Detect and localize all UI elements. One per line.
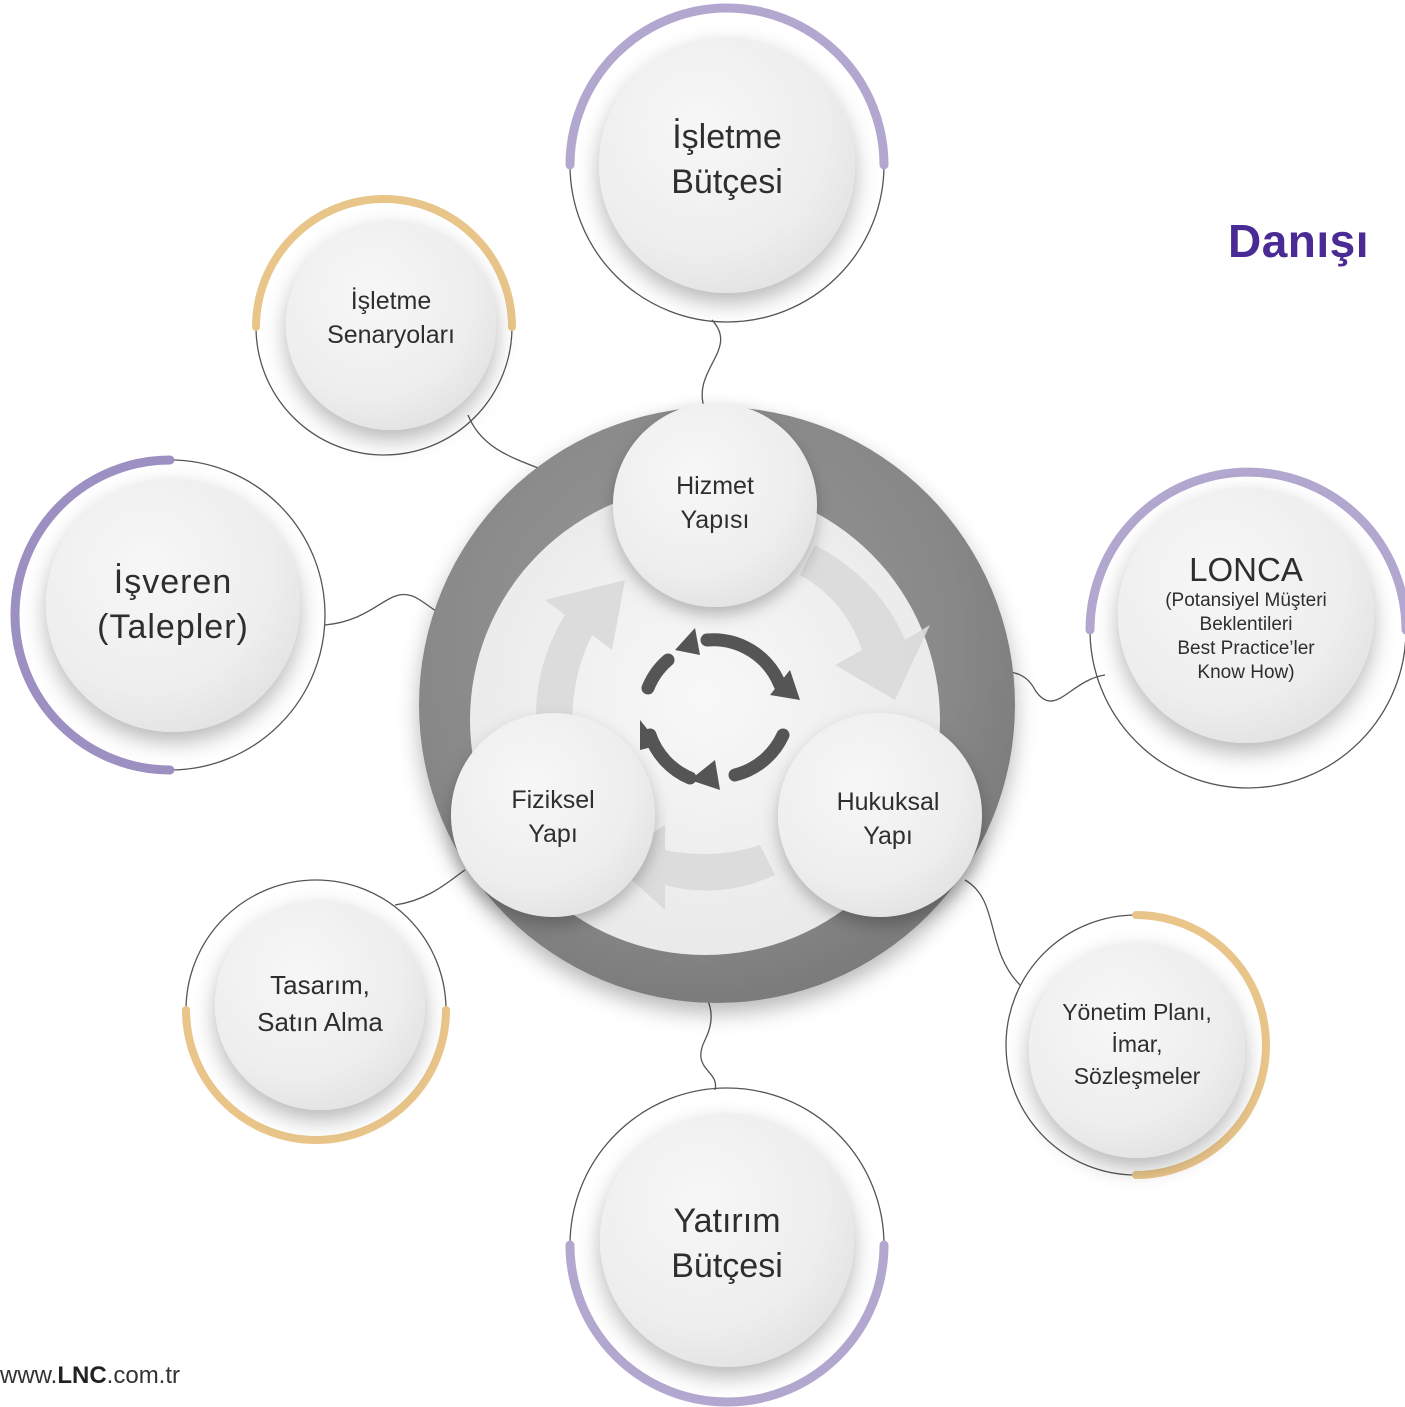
ring-yatirim-butcesi [565, 1087, 889, 1407]
node-isveren-disc [46, 478, 300, 732]
connector-yonetim [964, 879, 1021, 986]
node-fiziksel-yapi-label: Fiziksel Yapı [511, 786, 595, 848]
connector-isletme-butcesi [701, 319, 722, 411]
node-yonetim-label: Yönetim Planı, İmar, Sözleşmeler [1062, 999, 1212, 1089]
node-yatirim-butcesi-disc [600, 1113, 854, 1367]
node-yonetim-disc [1029, 942, 1245, 1158]
brand-name: LNC [57, 1362, 107, 1389]
ring-tasarim [182, 879, 450, 1144]
node-isletme-butcesi-label: İşletme Bütçesi [671, 118, 783, 201]
node-isletme-senaryolari-disc [286, 220, 496, 430]
node-fiziksel-yapi-disc [451, 713, 655, 917]
node-hizmet-yapisi-label: Hizmet Yapısı [676, 472, 754, 534]
node-lonca-label: LONCA (Potansiyel Müşteri Beklentileri B… [1165, 551, 1327, 685]
node-hizmet-yapisi-disc [613, 403, 817, 607]
lonca-title: LONCA [1189, 551, 1303, 588]
ring-isletme-butcesi [565, 3, 889, 323]
ring-isveren [10, 455, 326, 775]
page-title: Danışı [1228, 215, 1370, 267]
ring-yonetim [1005, 911, 1270, 1179]
connector-tasarim [394, 869, 466, 906]
node-isveren-label: İşveren (Talepler) [97, 563, 249, 646]
node-isletme-senaryolari-label: İşletme Senaryoları [327, 287, 455, 349]
cycle-arrow-bottom [610, 825, 775, 910]
lonca-details: (Potansiyel Müşteri Beklentileri Best Pr… [1165, 590, 1327, 683]
ring-isletme-senaryolari [252, 195, 516, 456]
node-lonca-disc [1118, 487, 1374, 743]
cycle-arrow-right [800, 545, 930, 700]
ring-lonca [1085, 467, 1405, 789]
website-url[interactable]: www.LNC.com.tr [0, 1362, 181, 1389]
node-tasarim-label: Tasarım, Satın Alma [257, 970, 383, 1037]
node-hukuksal-yapi-disc [778, 713, 982, 917]
node-isletme-butcesi-disc [599, 37, 855, 293]
node-tasarim-disc [215, 900, 425, 1110]
sync-icon [641, 633, 790, 785]
node-yatirim-butcesi-label: Yatırım Bütçesi [671, 1202, 783, 1285]
node-hukuksal-yapi-label: Hukuksal Yapı [836, 788, 940, 850]
sync-arrowheads [640, 628, 800, 790]
